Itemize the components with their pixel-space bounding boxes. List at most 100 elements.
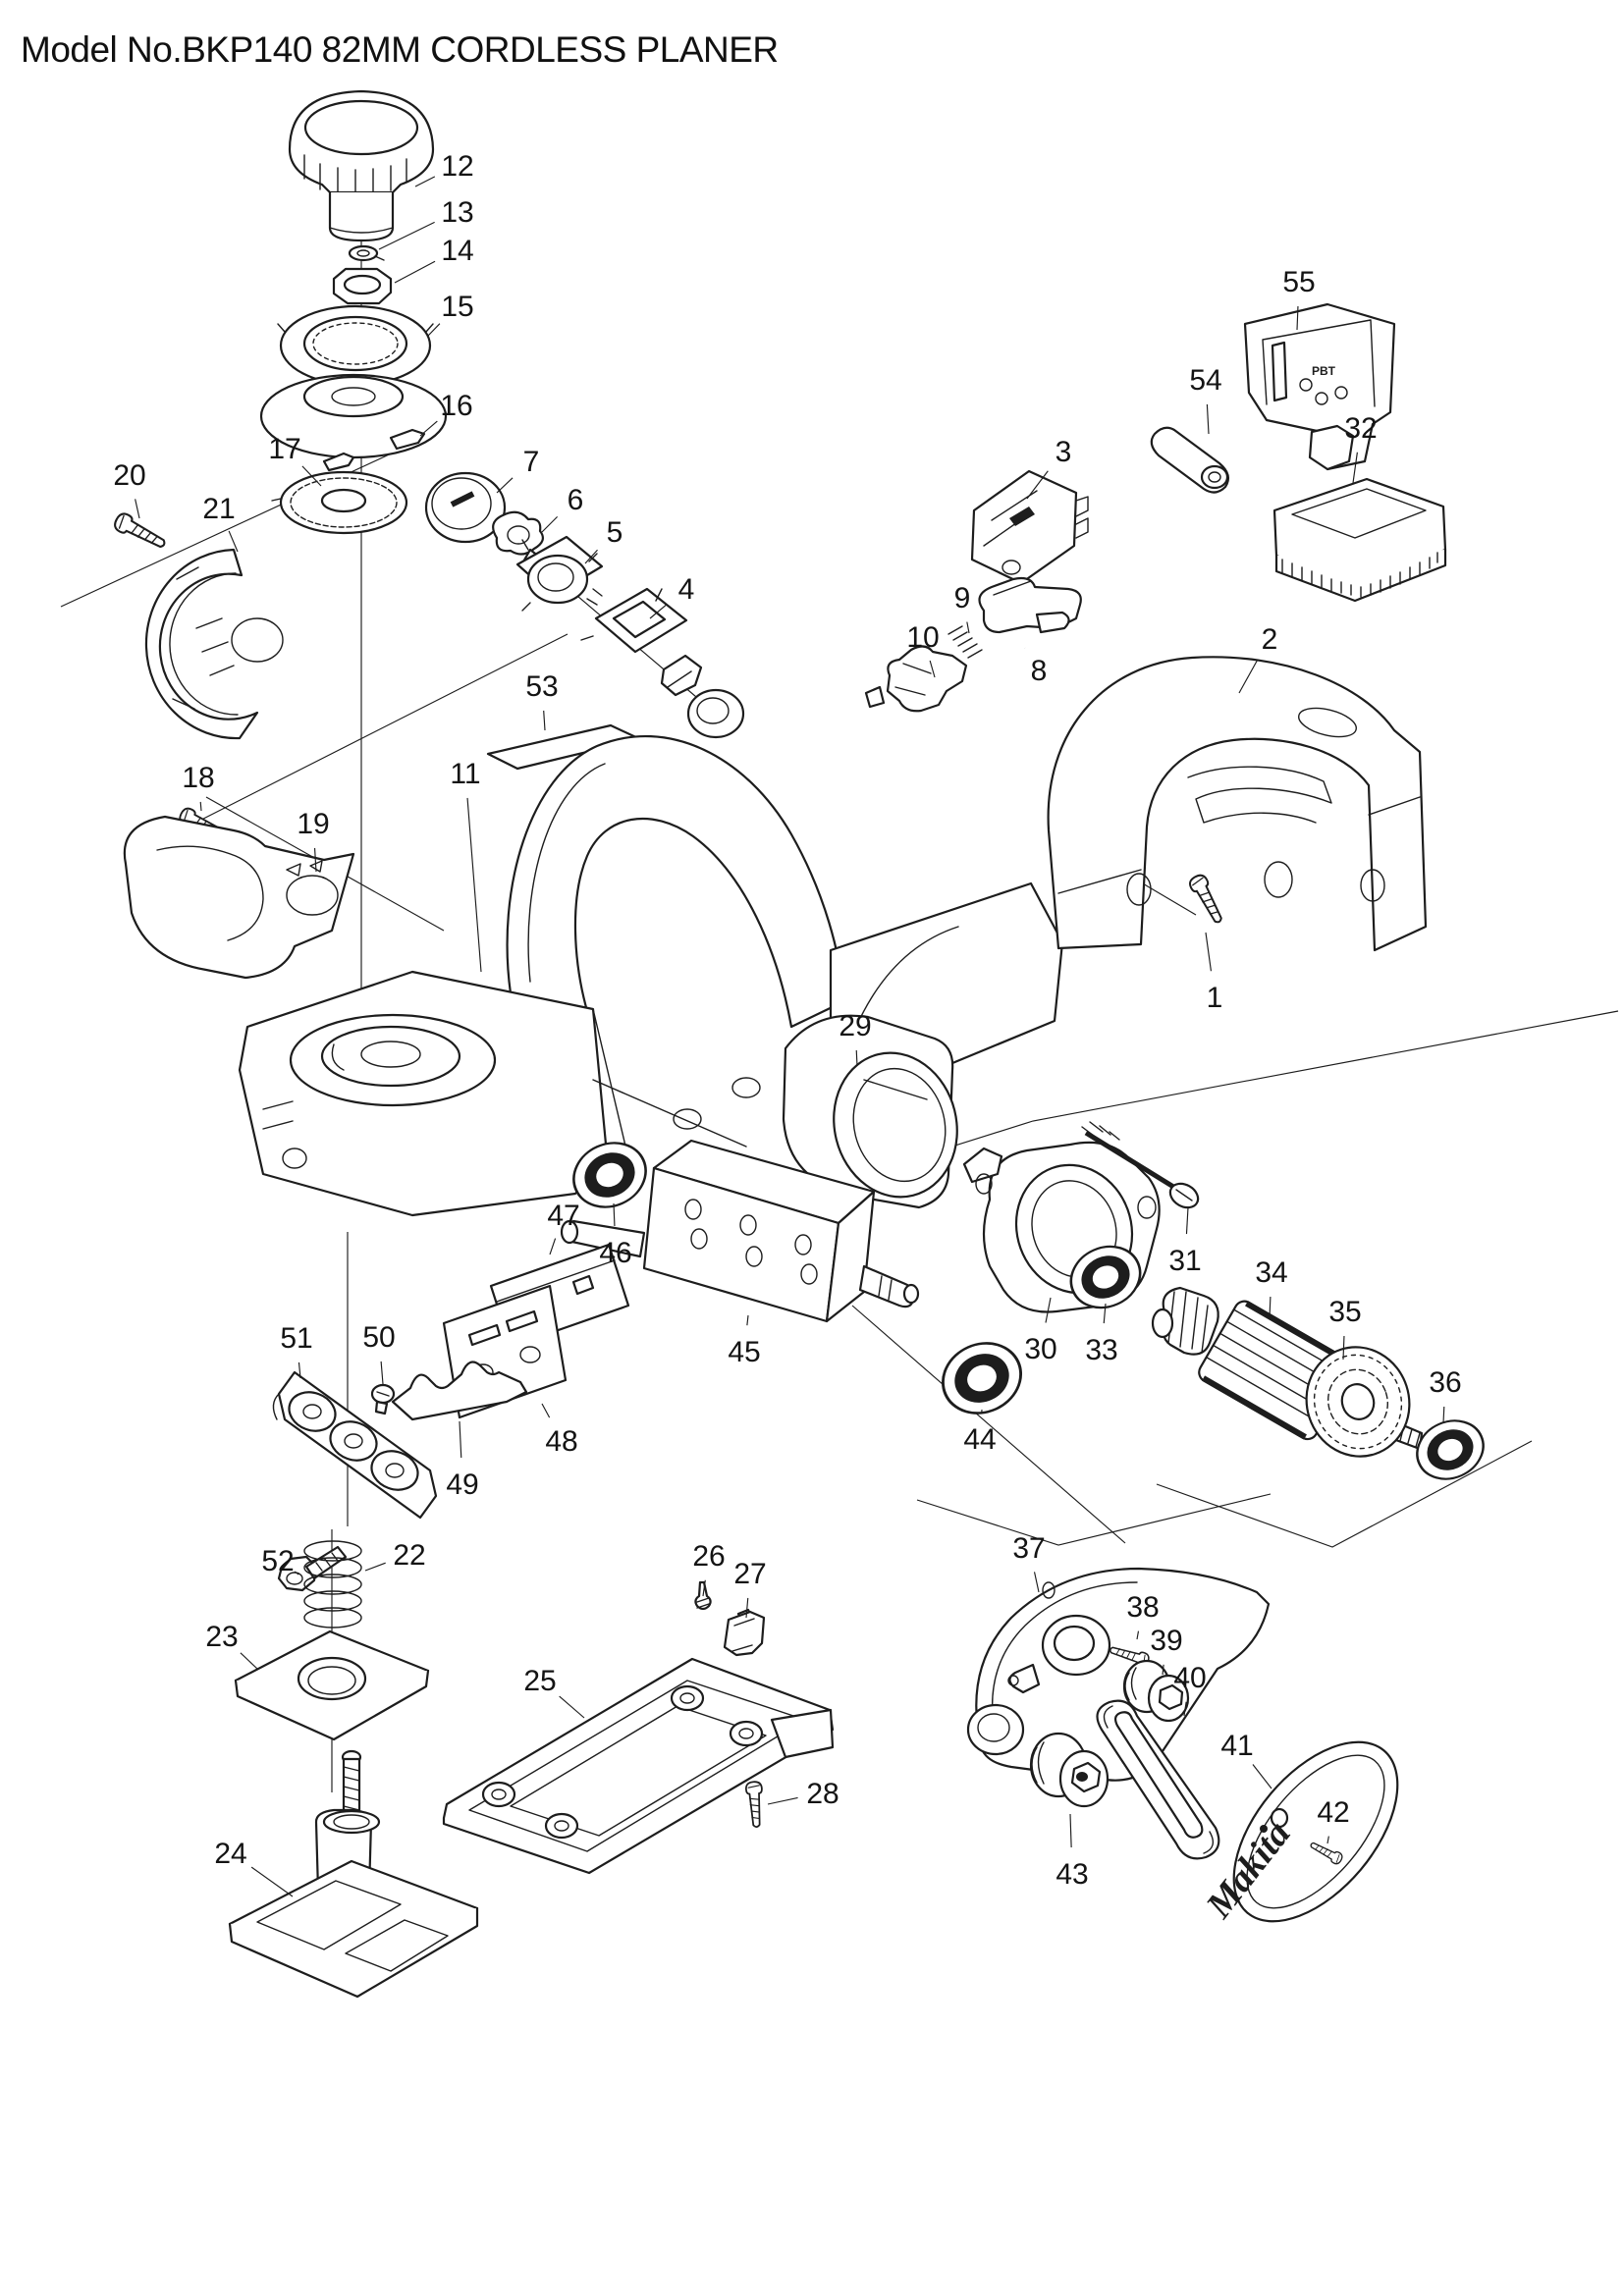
leader-line-37 (1033, 1572, 1040, 1593)
leader-line-9 (966, 621, 970, 634)
leader-line-21 (228, 530, 239, 553)
part-number-label-30: 30 (1024, 1333, 1056, 1365)
part-54-cylinder-pin (1150, 426, 1230, 494)
leader-line-43 (1069, 1813, 1072, 1848)
part-number-label-23: 23 (205, 1621, 238, 1653)
part-number-label-48: 48 (545, 1425, 577, 1458)
part-number-label-22: 22 (393, 1539, 425, 1572)
leader-line-3 (1026, 470, 1049, 500)
leader-line-51 (298, 1362, 301, 1379)
part-13-washer (348, 244, 385, 262)
part-number-label-53: 53 (525, 670, 558, 703)
part-number-label-42: 42 (1317, 1796, 1349, 1829)
leader-line-7 (496, 477, 514, 494)
leader-line-28 (767, 1796, 798, 1805)
part-number-label-33: 33 (1085, 1334, 1117, 1366)
leader-line-45 (746, 1314, 749, 1326)
leader-line-5 (584, 549, 598, 564)
part-3-switch (970, 469, 1089, 585)
part-number-label-14: 14 (441, 235, 473, 267)
leader-line-42 (1326, 1836, 1329, 1844)
part-number-label-20: 20 (113, 459, 145, 492)
leader-line-20 (135, 499, 140, 519)
leader-line-50 (380, 1361, 384, 1385)
part-number-label-44: 44 (963, 1423, 996, 1456)
leader-line-48 (541, 1403, 551, 1418)
part-number-label-13: 13 (441, 196, 473, 229)
part-number-label-21: 21 (202, 493, 235, 525)
part-number-label-39: 39 (1150, 1625, 1182, 1657)
part-51-cover-plate (272, 1370, 438, 1520)
leader-line-36 (1442, 1406, 1445, 1424)
part-17-toothed-wheel (271, 470, 408, 535)
leader-line-26 (702, 1579, 706, 1597)
leader-line-27 (745, 1597, 749, 1619)
leader-line-2 (1238, 660, 1258, 694)
leader-line-34 (1269, 1296, 1272, 1318)
leader-line-24 (250, 1866, 294, 1897)
leader-line-11 (466, 797, 482, 973)
part-number-label-55: 55 (1282, 266, 1315, 298)
part-29-drum-sleeve (782, 1014, 958, 1209)
part-number-label-11: 11 (450, 758, 480, 790)
part-number-label-47: 47 (547, 1200, 579, 1232)
part-number-label-43: 43 (1056, 1858, 1088, 1891)
leader-line-13 (378, 221, 435, 250)
part-number-label-16: 16 (440, 390, 472, 422)
part-number-label-10: 10 (906, 621, 939, 654)
leader-line-30 (1045, 1297, 1052, 1323)
part-11-motor-housing (238, 734, 1064, 1217)
part-21-end-housing (144, 548, 284, 740)
part-10-lever (864, 645, 968, 713)
part-number-labels: 1234567891011121314151617181920212223242… (113, 150, 1462, 1897)
part-31-long-bolt (1081, 1121, 1200, 1209)
part-12-adjusting-knob (288, 89, 435, 242)
part-number-label-4: 4 (678, 573, 695, 606)
part-number-label-29: 29 (839, 1010, 871, 1042)
leader-line-32 (1352, 452, 1358, 484)
part-number-label-3: 3 (1056, 436, 1072, 468)
part-number-label-27: 27 (733, 1558, 766, 1590)
leader-line-4 (649, 604, 668, 619)
leader-line-18 (199, 801, 202, 812)
part-37-side-frame (966, 1567, 1271, 1782)
part-8-lock-off-button (978, 576, 1082, 634)
part-number-label-32: 32 (1344, 412, 1377, 445)
part-16-clip (322, 428, 426, 472)
part-36-bearing (1406, 1409, 1494, 1491)
part-number-label-52: 52 (261, 1545, 294, 1577)
part-number-label-35: 35 (1328, 1296, 1361, 1328)
page-title: Model No.BKP140 82MM CORDLESS PLANER (21, 29, 779, 70)
part-20-screw (111, 509, 170, 555)
part-number-label-12: 12 (441, 150, 473, 183)
part-number-label-51: 51 (280, 1322, 312, 1355)
leader-line-29 (855, 1049, 858, 1067)
leader-line-25 (559, 1695, 585, 1719)
part-number-label-31: 31 (1168, 1245, 1201, 1277)
part-number-label-7: 7 (523, 446, 540, 478)
part-number-label-24: 24 (214, 1838, 246, 1870)
leader-line-35 (1342, 1335, 1345, 1361)
leader-line-39 (1162, 1664, 1164, 1676)
leader-line-12 (414, 176, 436, 187)
leader-line-49 (459, 1420, 462, 1459)
part-32-tray (1272, 477, 1447, 603)
part-39-pulley (1122, 1659, 1190, 1723)
part-14-nut (332, 267, 393, 305)
leader-line-15 (427, 323, 441, 337)
part-number-label-19: 19 (297, 808, 329, 840)
part-number-label-1: 1 (1207, 982, 1223, 1014)
leader-line-19 (313, 847, 317, 873)
leader-line-17 (301, 465, 322, 487)
part-number-label-25: 25 (523, 1665, 556, 1697)
part-4-dial-holder (580, 587, 745, 739)
part-5-dial (515, 535, 604, 612)
part-number-label-9: 9 (954, 582, 971, 614)
part-45-cutter-drum (560, 1139, 920, 1323)
part-27-clamp (723, 1608, 766, 1657)
leader-line-52 (294, 1571, 299, 1575)
part-28-screw (744, 1780, 766, 1829)
part-number-label-38: 38 (1126, 1591, 1159, 1624)
